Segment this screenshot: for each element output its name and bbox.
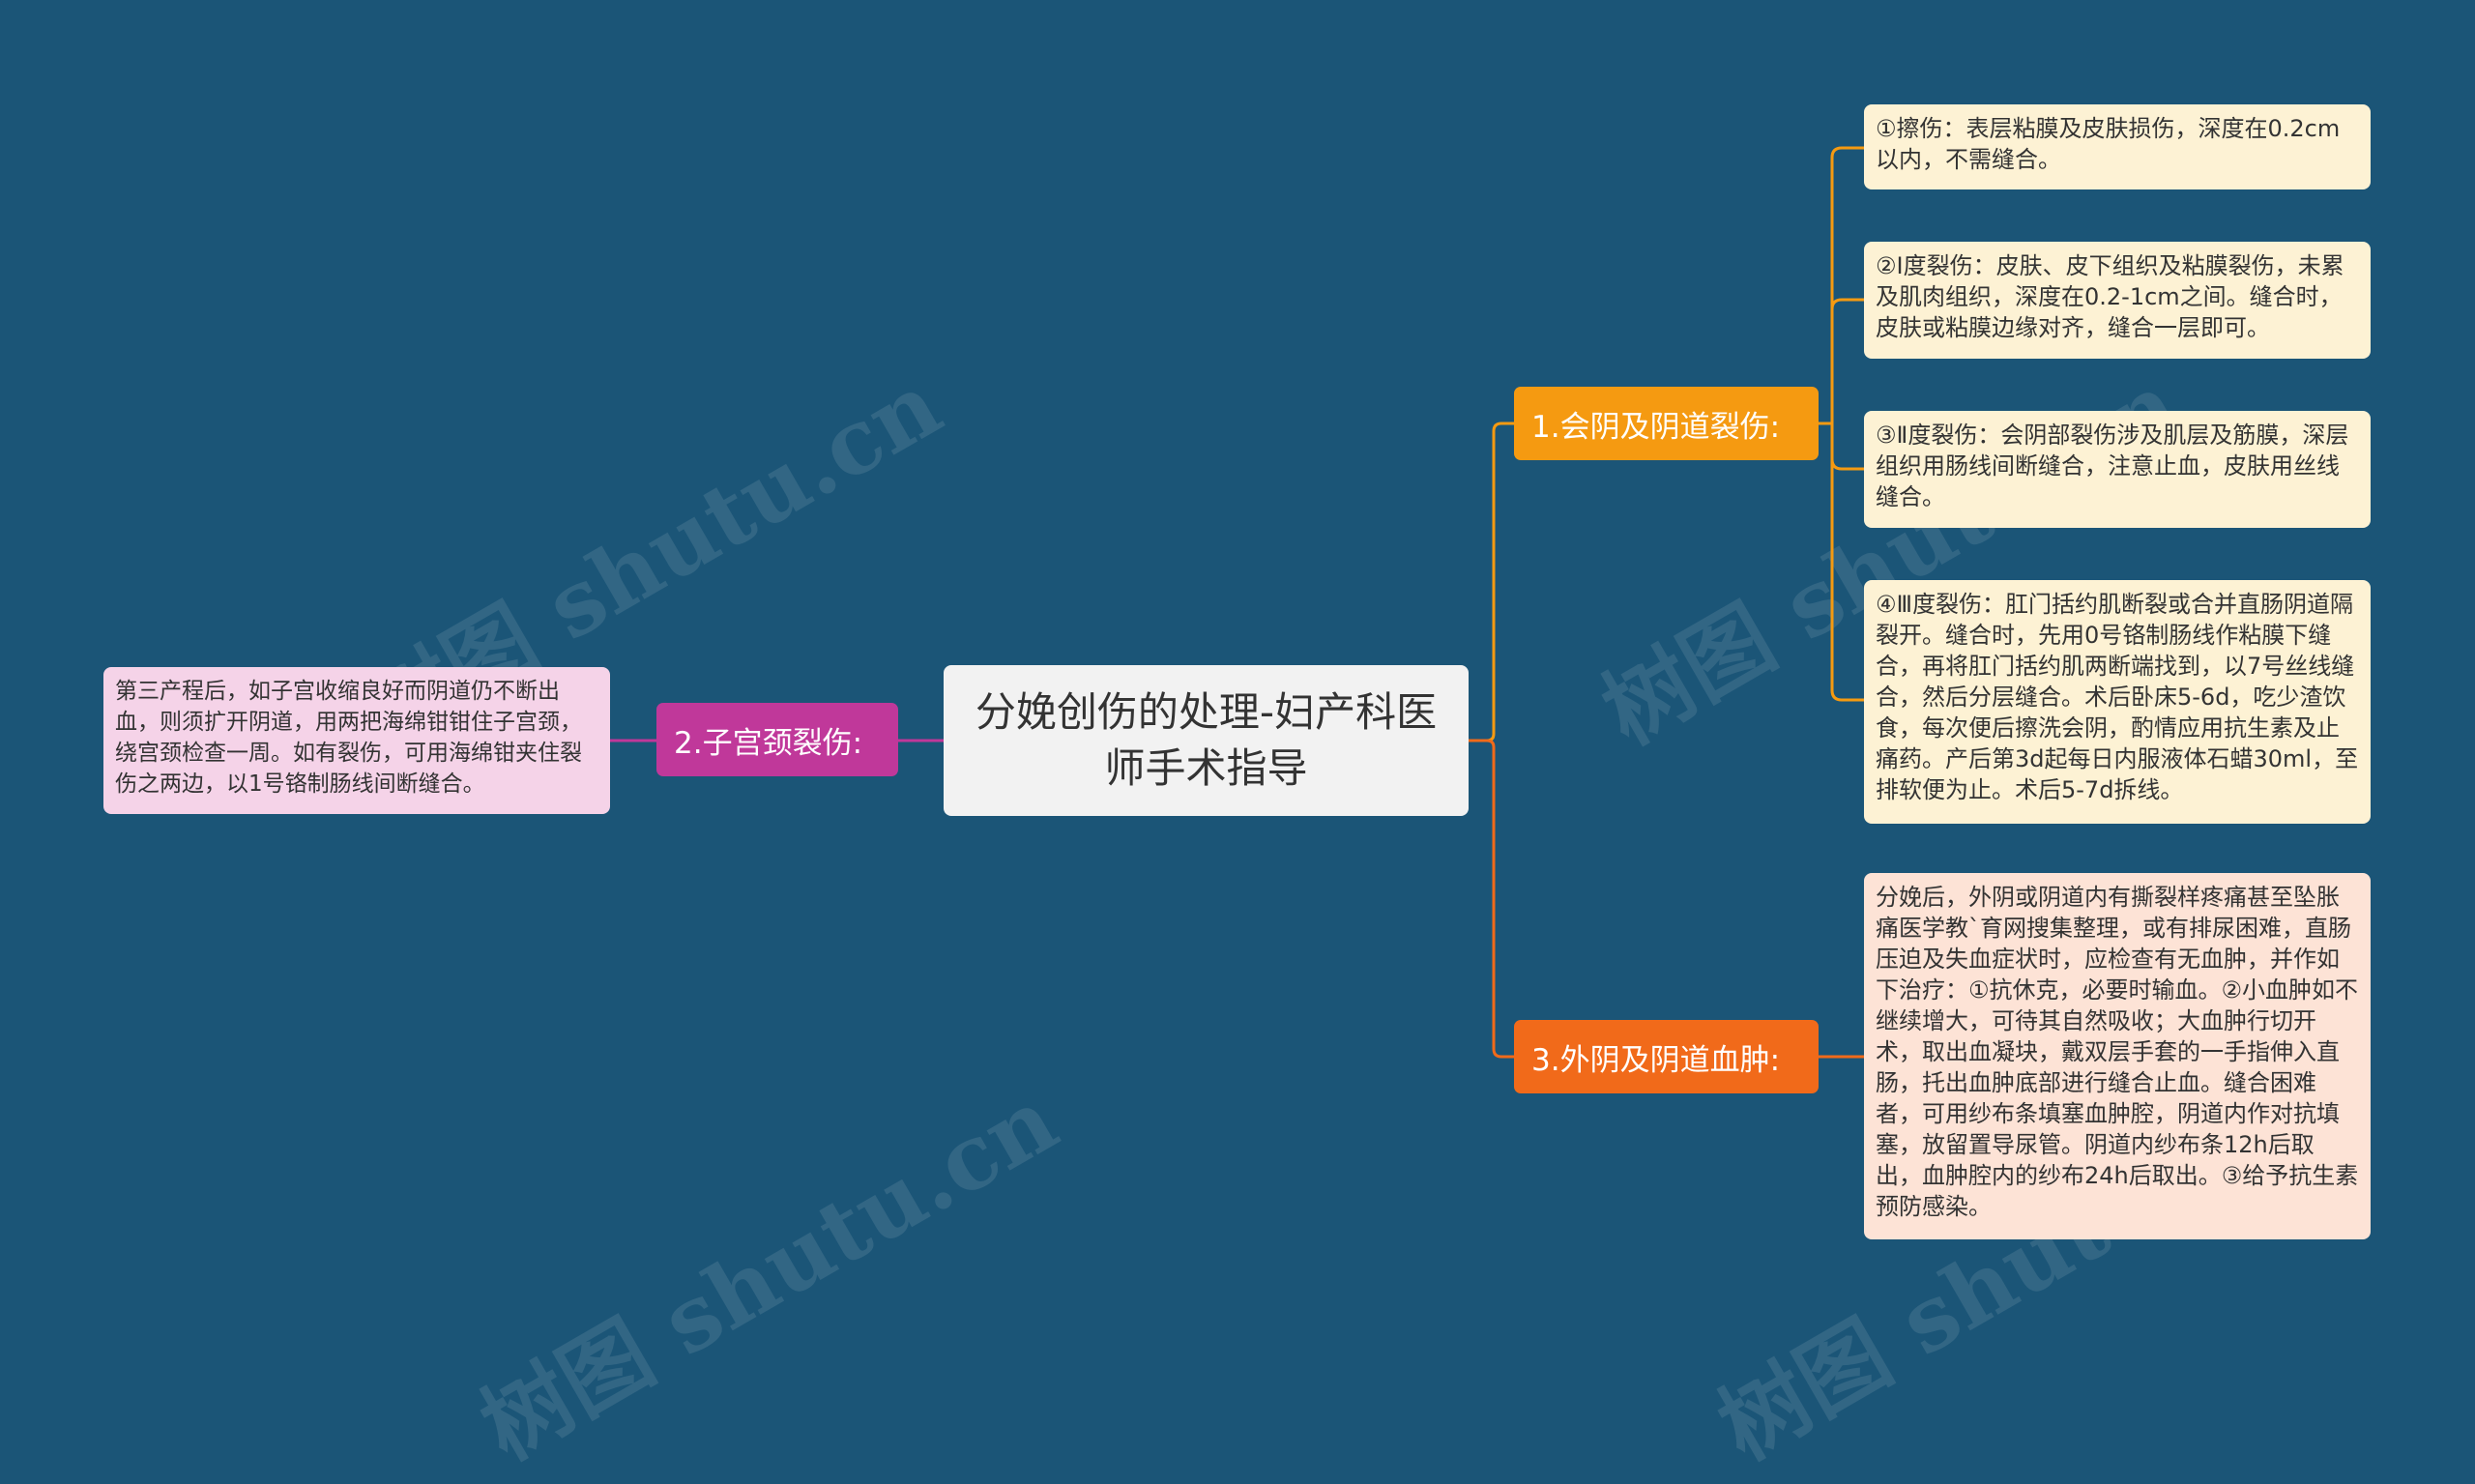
leaf-text: 分娩后，外阴或阴道内有撕裂样疼痛甚至坠胀痛医学教`育网搜集整理，或有排尿困难，直… <box>1876 884 2359 1220</box>
leaf-text: 第三产程后，如子宫收缩良好而阴道仍不断出血，则须扩开阴道，用两把海绵钳钳住子宫颈… <box>115 679 582 797</box>
leaf-text: ③Ⅱ度裂伤：会阴部裂伤涉及肌层及筋膜，深层组织用肠线间断缝合，注意止血，皮肤用丝… <box>1876 422 2349 510</box>
leaf-cervical-repair[interactable]: 第三产程后，如子宫收缩良好而阴道仍不断出血，则须扩开阴道，用两把海绵钳钳住子宫颈… <box>103 667 610 814</box>
branch-label: 2.子宫颈裂伤: <box>674 725 863 761</box>
connector-lines <box>610 146 1864 1059</box>
connector-root-branch3 <box>1469 739 1514 1059</box>
leaf-text: ④Ⅲ度裂伤：肛门括约肌断裂或合并直肠阴道隔裂开。缝合时，先用0号铬制肠线作粘膜下… <box>1876 591 2359 803</box>
leaf-degree-2-laceration[interactable]: ③Ⅱ度裂伤：会阴部裂伤涉及肌层及筋膜，深层组织用肠线间断缝合，注意止血，皮肤用丝… <box>1864 411 2371 528</box>
branch-cervical-laceration[interactable]: 2.子宫颈裂伤: <box>656 703 898 776</box>
branch-perineal-vaginal-laceration[interactable]: 1.会阴及阴道裂伤: <box>1514 387 1819 460</box>
leaf-degree-3-laceration[interactable]: ④Ⅲ度裂伤：肛门括约肌断裂或合并直肠阴道隔裂开。缝合时，先用0号铬制肠线作粘膜下… <box>1864 580 2371 824</box>
connector-branch1-leaf4 <box>1830 423 1864 702</box>
leaf-hematoma-treatment[interactable]: 分娩后，外阴或阴道内有撕裂样疼痛甚至坠胀痛医学教`育网搜集整理，或有排尿困难，直… <box>1864 873 2371 1239</box>
leaf-abrasion[interactable]: ①擦伤：表层粘膜及皮肤损伤，深度在0.2cm以内，不需缝合。 <box>1864 104 2371 189</box>
branch-label: 1.会阴及阴道裂伤: <box>1531 409 1781 445</box>
branch-vulvar-vaginal-hematoma[interactable]: 3.外阴及阴道血肿: <box>1514 1020 1819 1093</box>
connector-branch1-leaf1 <box>1830 146 1864 423</box>
leaf-degree-1-laceration[interactable]: ②Ⅰ度裂伤：皮肤、皮下组织及粘膜裂伤，未累及肌肉组织，深度在0.2-1cm之间。… <box>1864 242 2371 359</box>
connector-branch1-leaf2 <box>1830 298 1864 423</box>
connector-branch1-leaf3 <box>1830 423 1864 471</box>
mindmap-canvas: 树图 shutu.cn 树图 shutu.cn 树图 shutu.cn 树图 s… <box>103 104 2371 1480</box>
leaf-text: ②Ⅰ度裂伤：皮肤、皮下组织及粘膜裂伤，未累及肌肉组织，深度在0.2-1cm之间。… <box>1876 252 2344 341</box>
leaf-text: ①擦伤：表层粘膜及皮肤损伤，深度在0.2cm以内，不需缝合。 <box>1876 115 2341 173</box>
root-topic[interactable]: 分娩创伤的处理-妇产科医师手术指导 <box>944 665 1469 816</box>
root-title: 分娩创伤的处理-妇产科医师手术指导 <box>975 688 1438 792</box>
connector-root-branch1 <box>1469 422 1514 742</box>
branch-label: 3.外阴及阴道血肿: <box>1531 1042 1781 1078</box>
